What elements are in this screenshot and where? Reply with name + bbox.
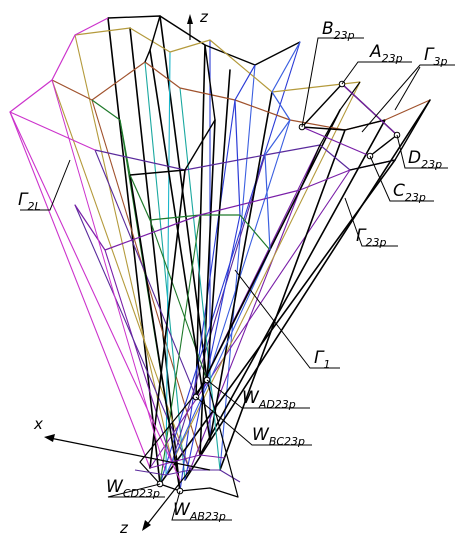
x-axis (49, 437, 211, 471)
ray-line (219, 64, 256, 471)
axes: z x z (33, 8, 211, 537)
grid-col (234, 64, 256, 216)
leader-g3p-2 (394, 66, 421, 111)
ray-line (9, 111, 151, 469)
ray-line (129, 174, 181, 492)
leader-g23p (344, 197, 398, 247)
ray-line (189, 189, 301, 471)
z-axis-top-label: z (199, 8, 209, 26)
leader-lines (20, 37, 455, 521)
leader-a23p (341, 61, 412, 85)
right-surface-diagonal (341, 83, 398, 136)
label-wbc23p: WBC23p (252, 425, 305, 448)
ray-line (219, 129, 346, 471)
leader-wad23p (206, 379, 310, 409)
grid-col (299, 81, 361, 191)
z-axis-bottom (145, 469, 191, 527)
z-axis-bottom-label: z (119, 519, 129, 537)
label-c23p: C23p (393, 181, 426, 204)
ray-line (159, 15, 208, 381)
ray-line (206, 119, 291, 381)
mid-grid-row (94, 144, 396, 171)
ray-line (144, 61, 186, 481)
wireframe-surfaces (9, 15, 431, 498)
ray-line (74, 204, 191, 471)
ray-line (195, 109, 341, 398)
base-edge (139, 379, 208, 463)
label-g2l: Γ2L (18, 190, 41, 213)
labels: B23p A23p Γ3p D23p C23p Γ23p Γ2L Γ1 WAD2… (18, 19, 447, 523)
ray-line (159, 214, 201, 485)
ray-line (171, 154, 266, 463)
grid-col (129, 44, 216, 176)
z-axis-bottom-arrow-icon (142, 520, 151, 531)
left-sheet-edge (51, 79, 166, 471)
ray-line (159, 159, 396, 485)
label-g1: Γ1 (314, 348, 330, 371)
label-wad23p: WAD23p (242, 388, 296, 411)
ray-line (199, 119, 216, 456)
leader-wab23p (171, 490, 232, 521)
left-sheet-edge (9, 111, 96, 151)
label-wcd23p: WCD23p (106, 477, 160, 500)
label-g23p: Γ23p (356, 226, 386, 249)
grid-col (144, 15, 161, 63)
label-a23p: A23p (369, 42, 403, 65)
leader-g3p (361, 64, 455, 133)
right-surface (301, 83, 398, 157)
top-grid-row (74, 27, 361, 93)
right-surface-diagonal (301, 126, 371, 157)
ray-line (165, 249, 271, 476)
ray-line (209, 91, 273, 441)
label-b23p: B23p (322, 19, 355, 42)
x-axis-arrow-icon (44, 434, 55, 442)
mid-grid-row (74, 169, 351, 251)
ray-line (184, 99, 431, 481)
grid-col (264, 41, 301, 251)
grid-col (349, 99, 431, 171)
x-axis-label: x (33, 415, 43, 433)
label-g3p: Γ3p (424, 45, 447, 68)
ray-line (149, 169, 186, 469)
base-edge (206, 379, 239, 498)
ray-line (107, 17, 161, 485)
leader-wbc23p (195, 396, 312, 446)
ray-line (104, 249, 173, 463)
ray-line (149, 219, 208, 381)
left-edge (9, 17, 109, 113)
leader-c23p (369, 155, 434, 202)
leader-g1 (234, 269, 340, 369)
top-grid-row (51, 61, 431, 131)
z-axis-top-arrow-icon (187, 14, 193, 24)
leader-b23p (301, 37, 364, 128)
ray-line (165, 81, 361, 476)
leader-d23p (396, 134, 448, 169)
ray-line (179, 87, 221, 471)
ray-line (184, 214, 241, 481)
label-wab23p: WAB23p (173, 500, 226, 523)
label-d23p: D23p (408, 148, 442, 171)
ray-line (206, 69, 231, 381)
ray-line (149, 169, 351, 469)
left-sheet-edge (9, 111, 181, 481)
points (156, 80, 401, 495)
ray-line (149, 49, 211, 441)
leader-wcd23p (107, 483, 165, 498)
ray-line (129, 27, 181, 492)
ray-line (195, 44, 206, 398)
leader-g2l (20, 159, 71, 211)
base-grid (149, 454, 226, 469)
